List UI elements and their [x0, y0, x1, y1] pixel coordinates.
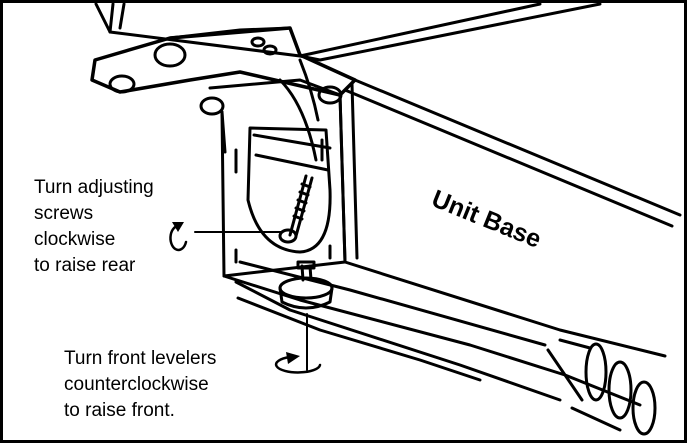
rear-callout-line: Turn adjusting	[34, 177, 154, 198]
front-leveler	[278, 260, 334, 310]
front-callout-text: Turn front levelers counterclockwise to …	[64, 348, 222, 421]
rear-adjusting-screw	[278, 174, 314, 244]
clockwise-arrow-icon	[169, 224, 188, 252]
counterclockwise-arrow-icon	[274, 355, 322, 374]
counterclockwise-arrowhead-icon	[286, 352, 300, 364]
caster-wheels	[546, 338, 657, 436]
rear-callout-line: clockwise	[34, 229, 115, 250]
rear-callout-line: to raise rear	[34, 255, 136, 276]
front-callout-line: to raise front.	[64, 400, 175, 421]
rear-callout-line: screws	[34, 203, 93, 224]
upper-cabinet	[94, 2, 602, 62]
rear-callout-text: Turn adjusting screws clockwise to raise…	[34, 177, 159, 276]
front-callout-line: Turn front levelers	[64, 348, 216, 369]
clockwise-arrowhead-icon	[172, 222, 184, 232]
unit-base-box	[220, 78, 682, 407]
unit-base-label: Unit Base	[428, 185, 545, 254]
front-callout-line: counterclockwise	[64, 374, 209, 395]
